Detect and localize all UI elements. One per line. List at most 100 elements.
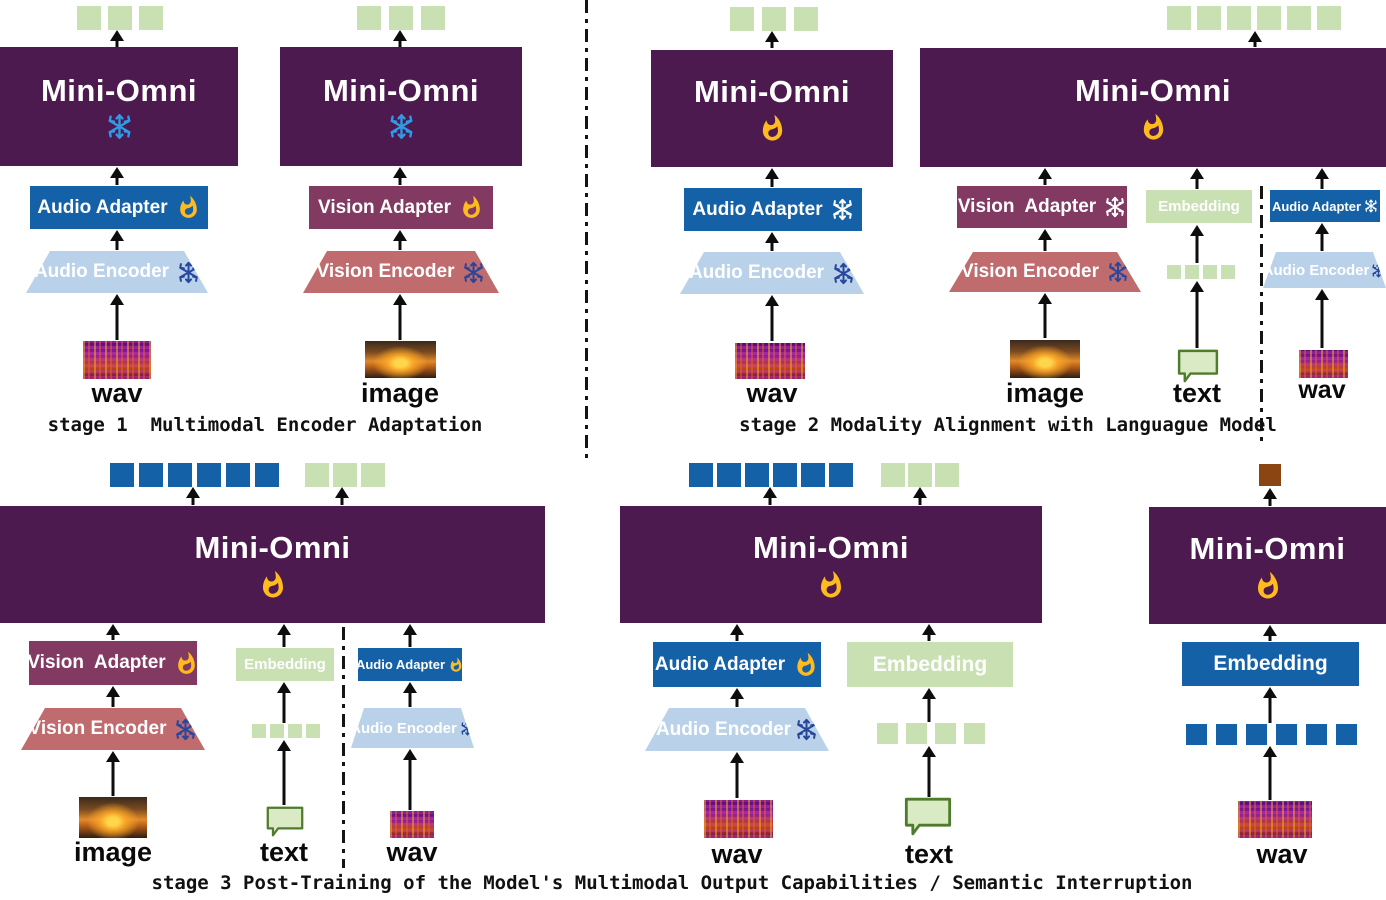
green-token [762, 7, 786, 31]
up-arrow [764, 168, 780, 187]
audio-adapter-label: Audio Adapter [1271, 198, 1362, 214]
image-label: image [1005, 378, 1085, 408]
audio-adapter-label: Audio Adapter [355, 657, 446, 672]
audio-encoder-trapezoid: Audio Encoder [351, 708, 474, 748]
up-arrow [105, 686, 121, 707]
text-token-row [877, 723, 985, 744]
stage2-caption: stage 2 Modality Alignment with Languagu… [739, 414, 1277, 436]
snowflake-icon [174, 718, 197, 741]
green-token [357, 6, 381, 30]
audio-token-row [1186, 724, 1357, 745]
green-token [1203, 265, 1217, 279]
up-arrow [1247, 31, 1263, 47]
green-token [252, 724, 266, 738]
audio-adapter-box: Audio Adapter [30, 186, 208, 229]
dashdot-divider [342, 627, 345, 868]
sunset-image-thumbnail [365, 341, 436, 378]
wav-label: wav [91, 378, 143, 408]
mini-omni-model-box: Mini-Omni [0, 506, 545, 623]
audio-encoder-trapezoid: Audio Encoder [645, 708, 829, 751]
green-token [908, 463, 932, 487]
audio-adapter-label: Audio Adapter [692, 198, 823, 220]
green-token [935, 463, 959, 487]
audio-adapter-label: Audio Adapter [654, 653, 786, 675]
up-arrow [105, 624, 121, 640]
up-arrow [402, 624, 418, 647]
green-token [305, 463, 329, 487]
snowflake-icon [831, 198, 854, 221]
embedding-label: Embedding [1158, 198, 1240, 215]
model-title: Mini-Omni [40, 73, 198, 108]
sunset-image-thumbnail [1010, 340, 1080, 378]
up-arrow [276, 682, 292, 723]
spectrogram-thumbnail [735, 343, 805, 379]
embedding-box: Embedding [1182, 642, 1359, 686]
up-arrow [392, 167, 408, 185]
audio-encoder-label: Audio Encoder [655, 718, 792, 740]
flame-icon [793, 652, 819, 678]
snowflake-icon [795, 718, 818, 741]
output-token-row [357, 6, 445, 30]
up-arrow [109, 294, 125, 340]
vision-adapter-label: Vision Adapter [317, 196, 452, 218]
flame-icon [258, 570, 288, 600]
vision-encoder-trapezoid: Vision Encoder [949, 252, 1141, 292]
embedding-box: Embedding [847, 642, 1013, 687]
sunset-image-thumbnail [79, 797, 147, 838]
up-arrow [729, 688, 745, 707]
audio-adapter-box: Audio Adapter [355, 648, 462, 681]
audio-adapter-box: Audio Adapter [1270, 190, 1380, 222]
audio-encoder-trapezoid: Audio Encoder [26, 251, 208, 293]
embedding-box: Embedding [236, 648, 334, 681]
up-arrow [729, 624, 745, 641]
up-arrow [402, 682, 418, 707]
green-token [288, 724, 302, 738]
up-arrow [764, 295, 780, 341]
up-arrow [1189, 281, 1205, 348]
mini-omni-model-box: Mini-Omni [280, 47, 522, 166]
vision-encoder-trapezoid: Vision Encoder [303, 251, 499, 293]
up-arrow [921, 688, 937, 722]
output-token-row [77, 6, 163, 30]
flame-icon [758, 114, 787, 143]
spectrogram-thumbnail [390, 811, 434, 838]
audio-adapter-box: Audio Adapter [653, 642, 821, 687]
audio-adapter-label: Audio Adapter [37, 196, 168, 218]
mini-omni-model-box: Mini-Omni [1149, 507, 1386, 624]
audio-output-token-row [110, 463, 279, 487]
spectrogram-thumbnail [1238, 801, 1312, 838]
flame-icon [1253, 571, 1283, 601]
text-label: text [1172, 378, 1221, 408]
up-arrow [1037, 293, 1053, 338]
model-title: Mini-Omni [693, 74, 851, 109]
up-arrow [729, 752, 745, 798]
wav-label: wav [1298, 376, 1346, 404]
green-token [77, 6, 101, 30]
blue-token [1336, 724, 1357, 745]
green-token [1287, 6, 1311, 30]
blue-token [1186, 724, 1207, 745]
up-arrow [109, 230, 125, 250]
model-title: Mini-Omni [1074, 73, 1232, 108]
green-token [306, 724, 320, 738]
green-token [421, 6, 445, 30]
audio-output-token-row [689, 463, 853, 487]
blue-token [168, 463, 192, 487]
embedding-box: Embedding [1146, 190, 1252, 223]
up-arrow [762, 487, 778, 505]
vision-encoder-trapezoid: Vision Encoder [21, 708, 205, 750]
snowflake-icon [462, 261, 485, 284]
up-arrow [1314, 289, 1330, 348]
up-arrow [109, 30, 125, 47]
up-arrow [1037, 168, 1053, 185]
spectrogram-thumbnail [1299, 350, 1348, 378]
flame-icon [459, 195, 484, 220]
up-arrow [921, 624, 937, 641]
flame-icon [1139, 113, 1168, 142]
audio-encoder-label: Audio Encoder [688, 262, 825, 283]
up-arrow [764, 31, 780, 48]
audio-encoder-trapezoid: Audio Encoder [1263, 252, 1386, 288]
snowflake-icon [1107, 261, 1129, 283]
green-token [1221, 265, 1235, 279]
